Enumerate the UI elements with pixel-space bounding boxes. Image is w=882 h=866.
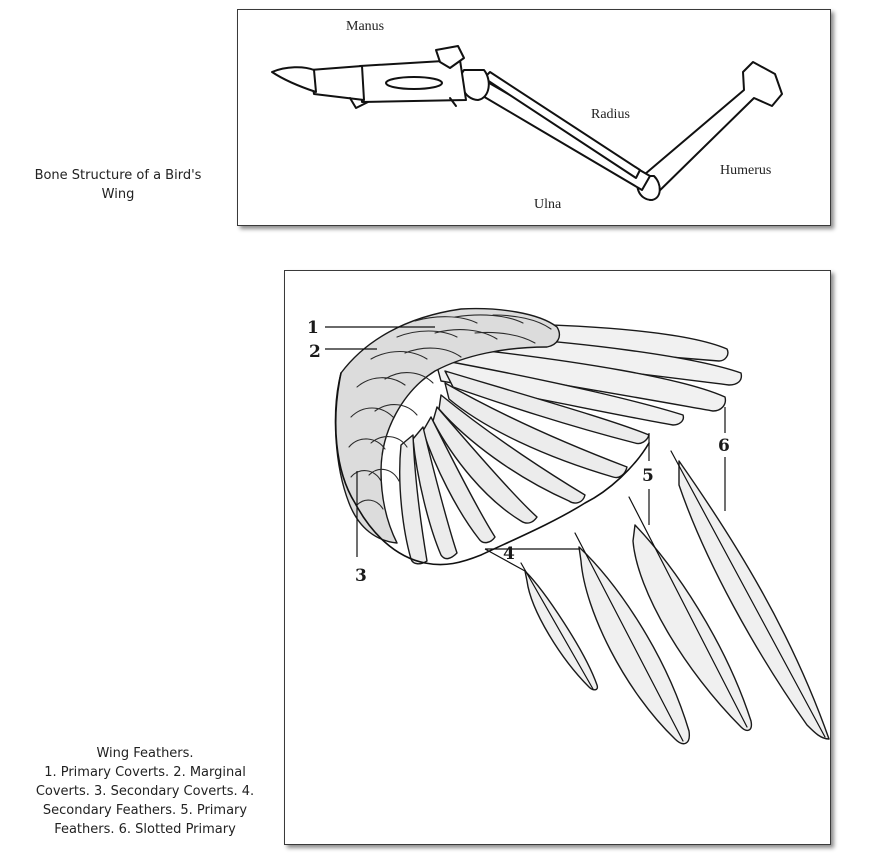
bone-caption-line-1: Bone Structure of a Bird's xyxy=(34,168,202,183)
bone-structure-illustration: Manus Radius Ulna Humerus xyxy=(237,9,831,226)
humerus-bone xyxy=(637,61,783,201)
feather-caption-line-2: 1. Primary Coverts. 2. Marginal xyxy=(44,765,246,780)
slotted-primary-feather xyxy=(678,460,830,740)
callout-4-label: 4 xyxy=(503,544,515,564)
callout-lines xyxy=(325,326,726,572)
feather-caption-line-4: Secondary Feathers. 5. Primary xyxy=(42,803,248,818)
humerus-label: Humerus xyxy=(720,163,771,178)
manus-label: Manus xyxy=(346,19,384,34)
callout-6-label: 6 xyxy=(718,436,730,456)
bone-structure-caption: Bone Structure of a Bird's Wing xyxy=(18,166,218,204)
manus-opening xyxy=(385,76,443,90)
loose-feathers xyxy=(524,460,830,745)
feather-caption-line-3: Coverts. 3. Secondary Coverts. 4. xyxy=(35,784,255,799)
wing-bone-drawing: Manus Radius Ulna Humerus xyxy=(271,19,783,212)
feather-caption-line-1: Wing Feathers. xyxy=(96,746,194,761)
bone-caption-line-2: Wing xyxy=(101,187,135,202)
covert-feather-outlines xyxy=(348,314,552,510)
feather-shafts xyxy=(520,450,826,742)
callout-5-label: 5 xyxy=(642,466,654,486)
callout-3-label: 3 xyxy=(355,566,367,586)
feather-caption-line-5: Feathers. 6. Slotted Primary xyxy=(54,822,236,837)
phalanx-bone xyxy=(309,65,365,101)
callout-line-4 xyxy=(484,548,579,572)
wing-feathers-illustration: 1 2 3 4 5 6 xyxy=(284,270,831,845)
wing-feathers-caption: Wing Feathers. 1. Primary Coverts. 2. Ma… xyxy=(20,744,270,839)
ulna-bone xyxy=(475,79,651,191)
ulna-label: Ulna xyxy=(534,197,562,212)
wing-feather-drawing: 1 2 3 4 5 6 xyxy=(307,307,830,745)
alula-bone xyxy=(435,45,465,69)
digit-tip-bone xyxy=(271,66,317,93)
radius-label: Radius xyxy=(591,107,630,122)
wing-outline xyxy=(334,372,650,566)
radius-bone xyxy=(483,71,641,179)
secondary-feather-large xyxy=(578,546,690,745)
covert-region xyxy=(334,307,561,544)
secondary-feathers xyxy=(399,370,650,565)
callout-2-label: 2 xyxy=(309,342,321,362)
callout-1-label: 1 xyxy=(307,318,319,338)
